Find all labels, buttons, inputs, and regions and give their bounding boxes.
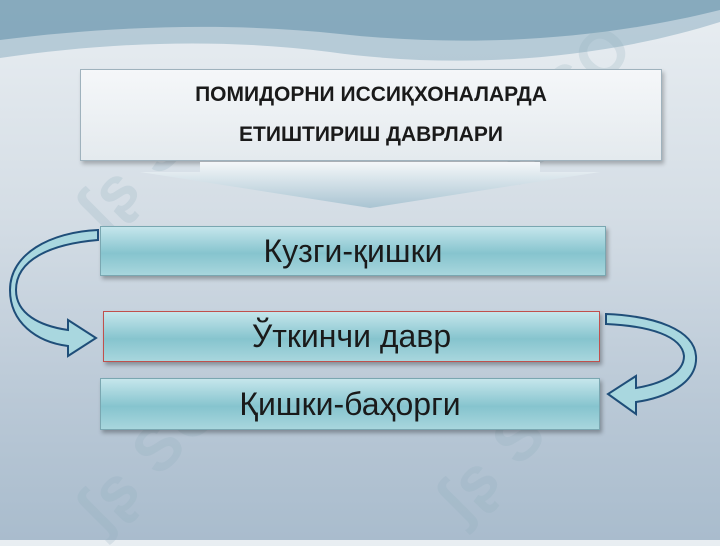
decorative-wave (0, 0, 720, 61)
title-box: ПОМИДОРНИ ИССИҚХОНАЛАРДА ЕТИШТИРИШ ДАВРЛ… (80, 69, 662, 161)
stage-label: Ўткинчи давр (251, 318, 452, 354)
stage-autumn-winter: Кузги-қишки (100, 226, 606, 276)
down-arrow-funnel (140, 162, 600, 208)
stage-transitional: Ўткинчи давр (103, 311, 600, 362)
stage-label: Қишки-баҳорги (239, 385, 461, 422)
title-line-1: ПОМИДОРНИ ИССИҚХОНАЛАРДА (195, 83, 547, 106)
right-curved-arrow (605, 312, 698, 416)
left-curved-arrow (8, 228, 99, 358)
title-line-2: ЕТИШТИРИШ ДАВРЛАРИ (239, 123, 503, 146)
stage-label: Кузги-қишки (263, 232, 443, 269)
stage-winter-spring: Қишки-баҳорги (100, 378, 600, 430)
